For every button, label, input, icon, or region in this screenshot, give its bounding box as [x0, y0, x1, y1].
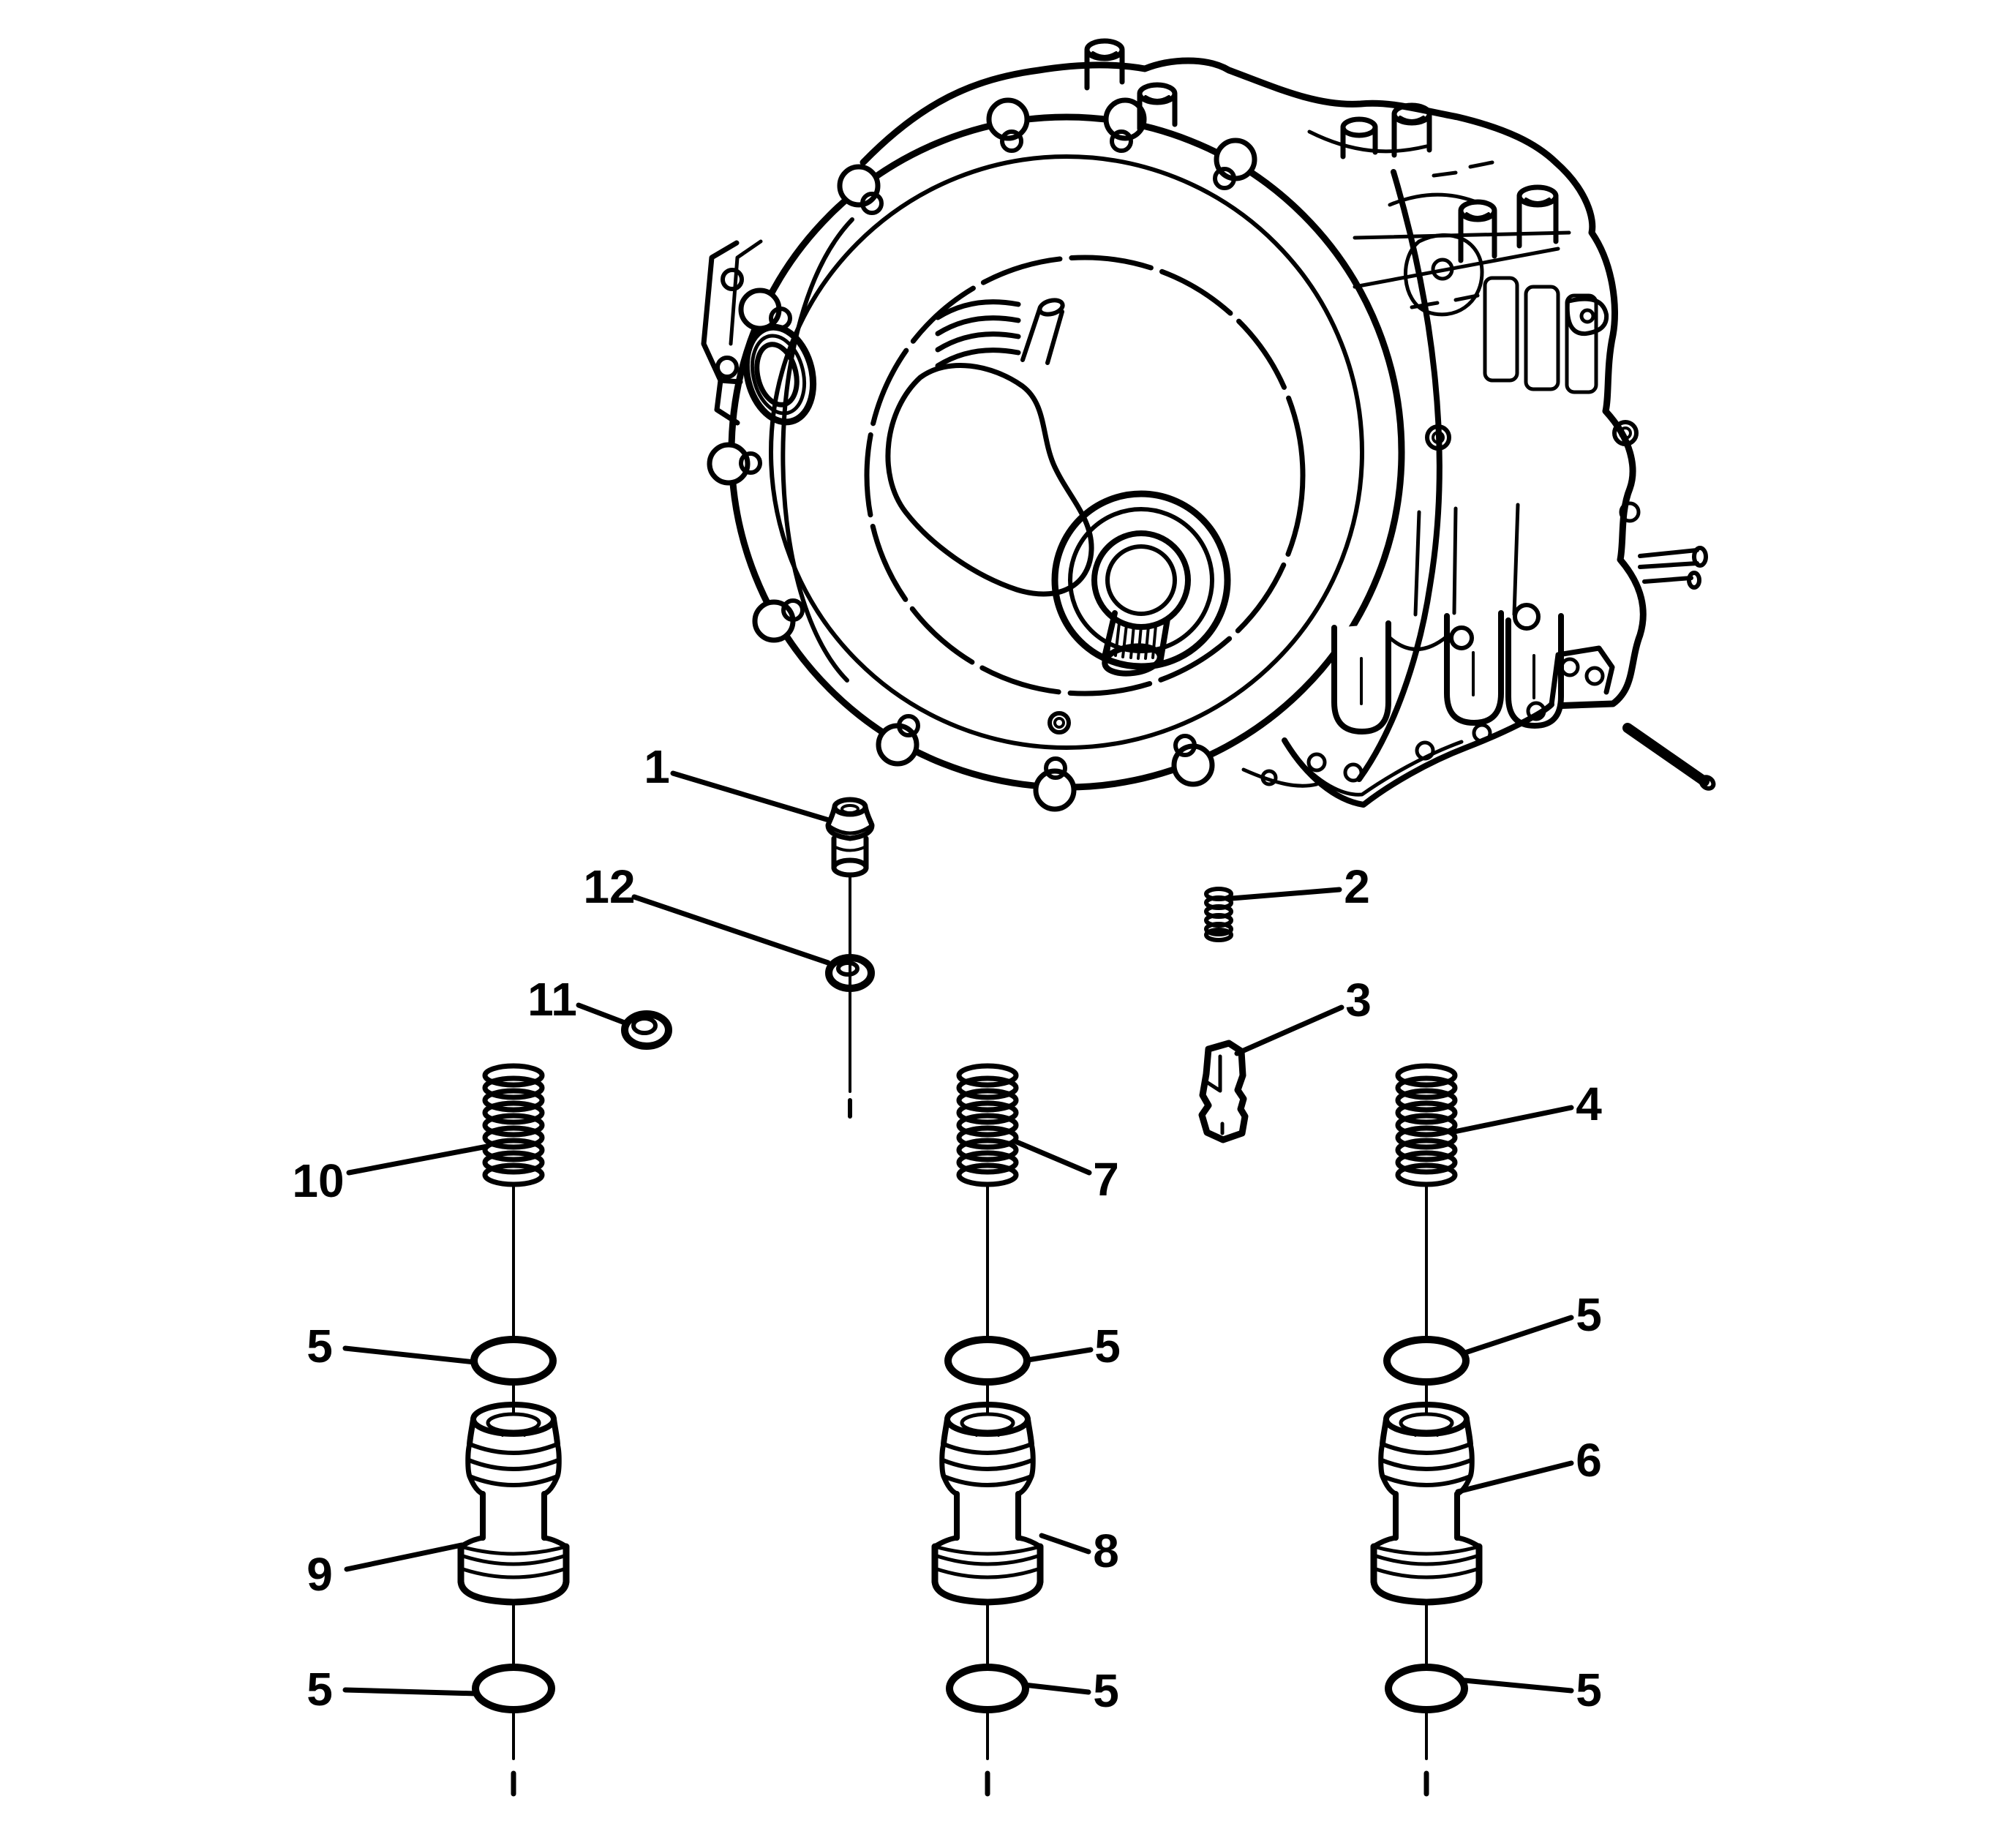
callout-label-accumulator-piston-right: 6 — [1576, 1434, 1602, 1487]
part-12-o-ring-grommet — [825, 954, 875, 992]
callout-label-o-ring-seal-left-upper: 5 — [306, 1320, 333, 1372]
flange-bolt-lugs — [707, 97, 1257, 812]
leader-line-o-ring-grommet — [631, 894, 831, 966]
leader-line-accumulator-piston-right — [1455, 1460, 1574, 1495]
leader-line-accumulator-piston-middle — [1039, 1533, 1091, 1555]
case-surface-details — [1307, 129, 1641, 617]
callout-label-o-ring-seal-left-lower: 5 — [306, 1663, 333, 1716]
leader-line-accumulator-spring-right — [1451, 1105, 1574, 1135]
axle-seal-and-bracket — [701, 239, 817, 426]
part-2-small-coil-spring — [1204, 887, 1233, 942]
leader-line-washer-seal — [576, 1002, 628, 1026]
leader-line-retainer-clip — [1234, 1004, 1344, 1056]
transaxle-housing — [701, 38, 1716, 812]
leader-line-accumulator-spring-middle — [1014, 1139, 1092, 1176]
accumulator-column-right — [1374, 1066, 1479, 1794]
part-11-washer-seal — [621, 1010, 672, 1050]
leader-line-accumulator-spring-left — [346, 1143, 490, 1176]
callout-label-o-ring-seal-right-upper: 5 — [1576, 1288, 1602, 1341]
callout-label-accumulator-piston-middle: 8 — [1093, 1525, 1119, 1577]
accumulator-column-left — [461, 1066, 566, 1794]
leader-line-small-coil-spring — [1229, 887, 1342, 901]
leader-line-o-ring-seal-right-upper — [1462, 1315, 1574, 1356]
callout-label-washer-seal: 11 — [527, 973, 577, 1026]
valve-body-solenoids — [1331, 603, 1564, 734]
leader-line-accumulator-piston-left — [344, 1542, 464, 1572]
callout-label-o-ring-seal-middle-upper: 5 — [1094, 1320, 1121, 1372]
callout-label-accumulator-piston-left: 9 — [306, 1548, 333, 1601]
callout-label-o-ring-grommet: 12 — [583, 860, 635, 913]
callout-label-o-ring-seal-right-lower: 5 — [1576, 1664, 1602, 1716]
leader-line-o-ring-seal-left-lower — [342, 1687, 479, 1697]
leader-line-o-ring-seal-middle-upper — [1025, 1347, 1094, 1363]
case-pins-and-rod — [1622, 546, 1716, 791]
leader-line-o-ring-seal-right-lower — [1462, 1677, 1574, 1694]
callout-label-accumulator-spring-left: 10 — [292, 1154, 344, 1207]
leader-line-o-ring-seal-left-upper — [342, 1345, 478, 1365]
callout-label-o-ring-seal-middle-lower: 5 — [1093, 1664, 1119, 1717]
callout-label-retainer-clip: 3 — [1345, 974, 1372, 1026]
input-shaft-hub — [1051, 490, 1231, 677]
callout-label-valve-plug: 1 — [644, 740, 670, 793]
oil-pan — [1241, 645, 1615, 808]
leader-line-valve-plug — [670, 770, 832, 823]
leader-line-o-ring-seal-middle-lower — [1021, 1682, 1091, 1695]
part-1-valve-plug — [825, 797, 875, 1119]
callout-label-small-coil-spring: 2 — [1344, 860, 1370, 913]
callout-label-accumulator-spring-middle: 7 — [1093, 1153, 1119, 1206]
part-3-retainer-clip — [1198, 1040, 1249, 1143]
callout-label-accumulator-spring-right: 4 — [1576, 1078, 1602, 1130]
